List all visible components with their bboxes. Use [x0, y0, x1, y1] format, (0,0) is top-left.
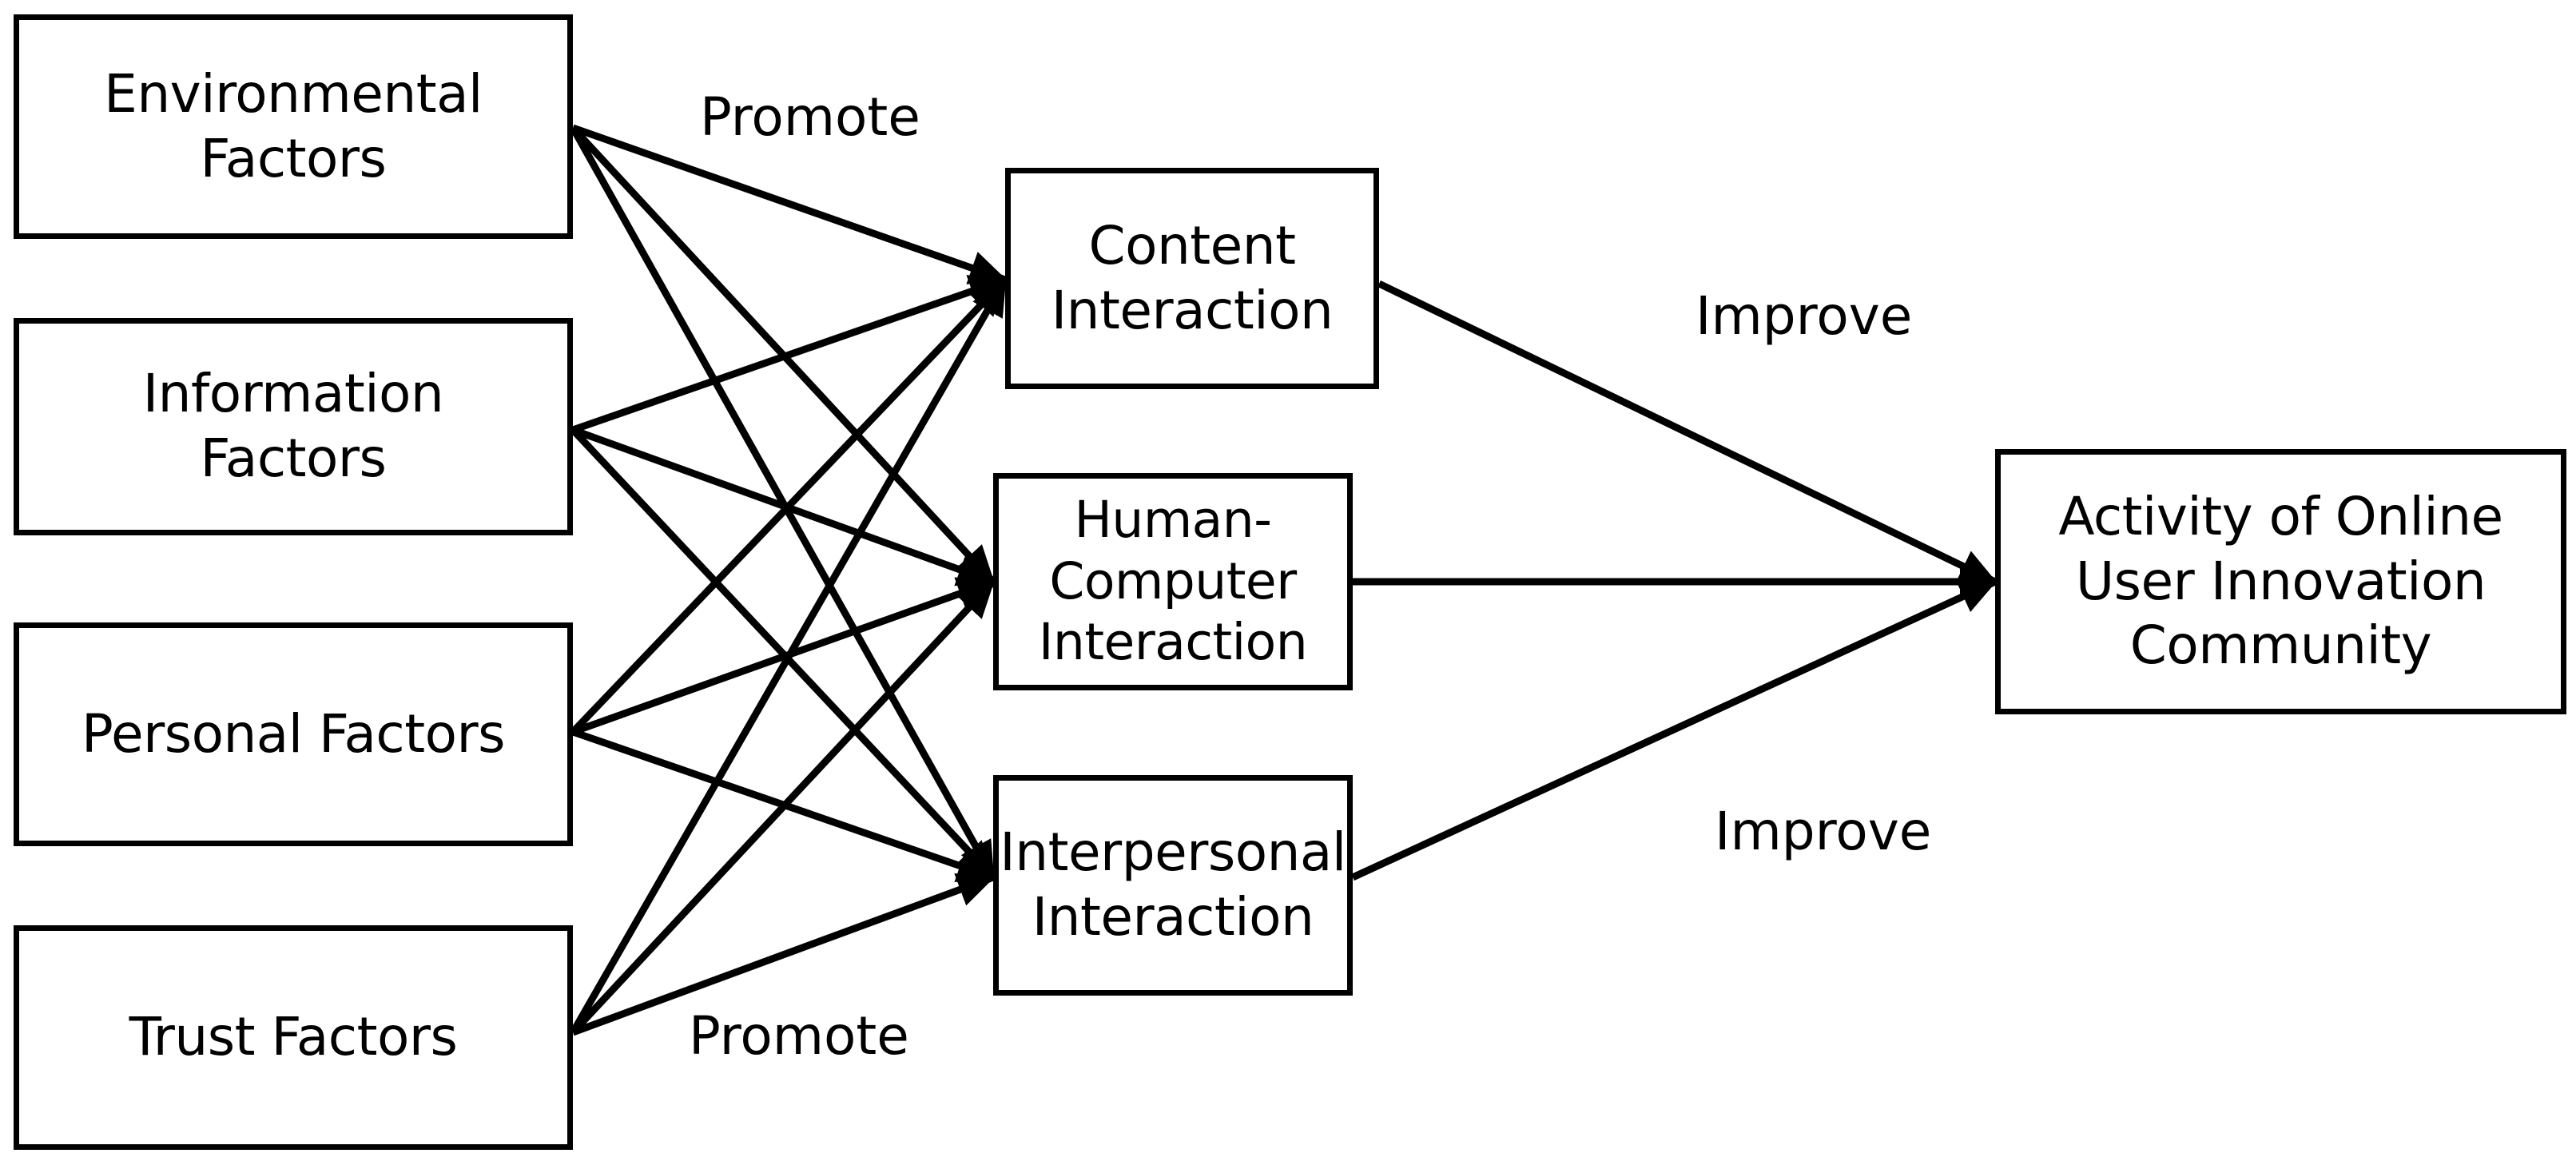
node-environmental-factors[interactable]: Environmental Factors [14, 14, 573, 239]
edge-information-to-content [571, 275, 1008, 434]
node-information-factors[interactable]: Information Factors [14, 318, 573, 535]
node-content-interaction[interactable]: Content Interaction [1005, 168, 1379, 389]
node-trust-factors[interactable]: Trust Factors [14, 925, 573, 1150]
node-trust-factors-label: Trust Factors [129, 1006, 458, 1068]
node-information-factors-label: Information Factors [142, 363, 444, 489]
node-personal-factors-label: Personal Factors [81, 702, 505, 765]
node-human-computer-interaction[interactable]: Human-Computer Interaction [993, 473, 1353, 690]
node-human-computer-interaction-label: Human-Computer Interaction [1038, 490, 1308, 672]
node-content-interaction-label: Content Interaction [1051, 214, 1334, 341]
edge-trust-to-hci [570, 579, 996, 1036]
node-activity-label: Activity of Online User Innovation Commu… [2058, 486, 2503, 677]
edge-information-to-interpersonal [570, 427, 996, 881]
edge-environmental-to-content [571, 124, 1008, 284]
edge-label-improve-top: Improve [1695, 285, 1913, 347]
node-activity-of-online-user-innovation-community[interactable]: Activity of Online User Innovation Commu… [1995, 449, 2566, 714]
node-interpersonal-interaction-label: Interpersonal Interaction [1000, 821, 1346, 948]
edge-trust-to-content [570, 277, 1008, 1035]
node-personal-factors[interactable]: Personal Factors [14, 622, 573, 846]
edge-personal-to-interpersonal [571, 728, 996, 882]
edge-personal-to-content [570, 276, 1008, 735]
node-environmental-factors-label: Environmental Factors [104, 62, 483, 189]
edge-label-promote-bottom: Promote [689, 1005, 909, 1067]
edge-label-promote-top: Promote [700, 86, 920, 148]
edge-label-improve-bottom: Improve [1715, 801, 1932, 862]
edge-environmental-to-interpersonal [570, 125, 996, 880]
node-interpersonal-interaction[interactable]: Interpersonal Interaction [993, 775, 1353, 996]
edge-personal-to-hci [571, 577, 996, 736]
edge-information-to-hci [571, 426, 996, 586]
edge-environmental-to-hci [570, 125, 996, 585]
